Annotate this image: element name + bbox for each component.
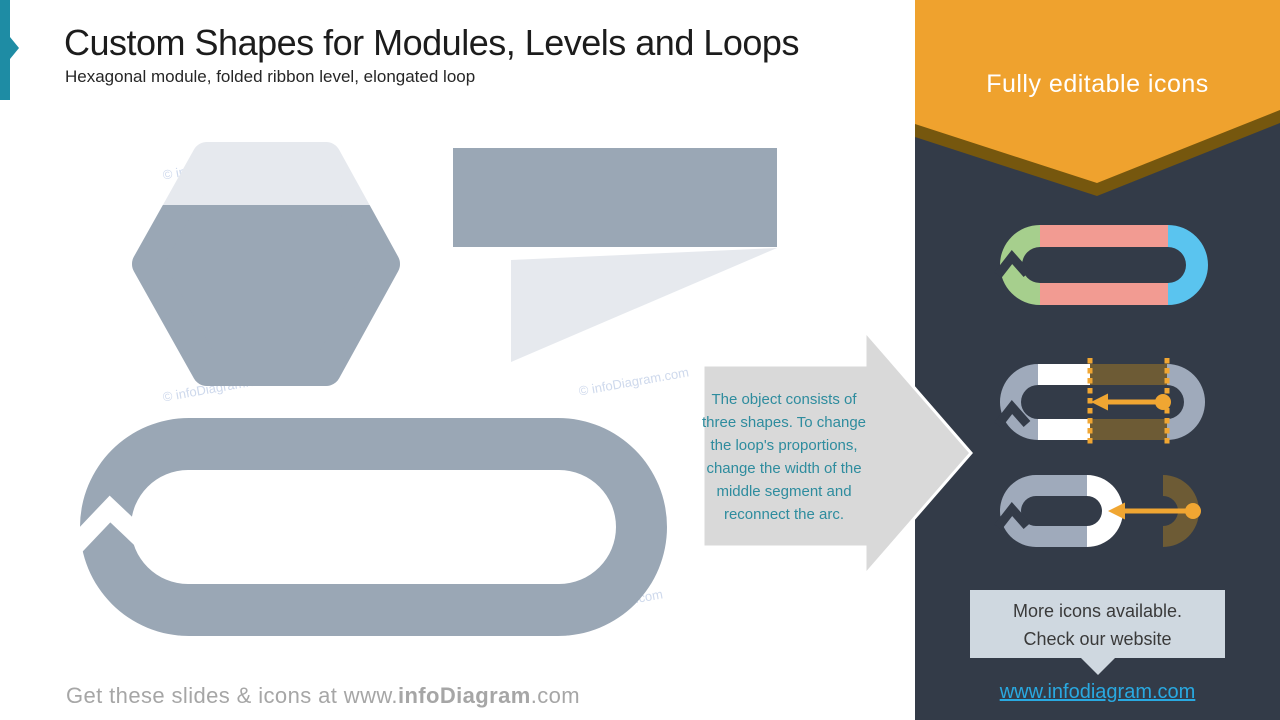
footer-prefix: Get these slides & icons at www.: [66, 683, 398, 708]
page-title: Custom Shapes for Modules, Levels and Lo…: [64, 22, 799, 63]
accent-marker-icon: [0, 0, 19, 100]
banner-title: Fully editable icons: [986, 70, 1209, 98]
sidebar: Fully editable icons: [915, 0, 1280, 720]
loop-chevron-notch: [994, 501, 1031, 530]
bubble-line1: More icons available.: [1012, 601, 1183, 621]
footer-text: Get these slides & icons at www.infoDiag…: [66, 683, 580, 709]
ribbon-level-shape[interactable]: [453, 148, 777, 362]
reconnect-arrow-icon: [1108, 502, 1201, 520]
loop-icon-reconnect-arc[interactable]: [994, 475, 1201, 547]
resize-arrow-icon: [1091, 393, 1171, 411]
footer-brand: infoDiagram: [397, 683, 531, 708]
website-link[interactable]: www.infodiagram.com: [999, 681, 1196, 703]
page-subtitle: Hexagonal module, folded ribbon level, e…: [65, 67, 476, 86]
loop-chevron-notch: [994, 249, 1031, 278]
footer-suffix: .com: [530, 683, 580, 708]
ribbon-rect: [453, 148, 777, 247]
ribbon-fold: [511, 248, 777, 362]
callout-text: The object consists of three shapes. To …: [702, 391, 867, 523]
banner-ribbon: [915, 0, 1280, 196]
loop-chevron-notch: [45, 495, 175, 577]
loop-icon-selected-middle-segment[interactable]: [994, 358, 1206, 446]
hexagon-module-shape[interactable]: [132, 142, 400, 386]
elongated-loop-shape[interactable]: [45, 418, 667, 636]
loop-icon-three-colors[interactable]: [994, 225, 1208, 305]
bubble-tail: [1080, 658, 1115, 675]
loop-chevron-notch: [994, 399, 1031, 428]
bubble-line2: Check our website: [1023, 629, 1172, 649]
more-icons-bubble: More icons available. Check our website: [970, 590, 1225, 675]
